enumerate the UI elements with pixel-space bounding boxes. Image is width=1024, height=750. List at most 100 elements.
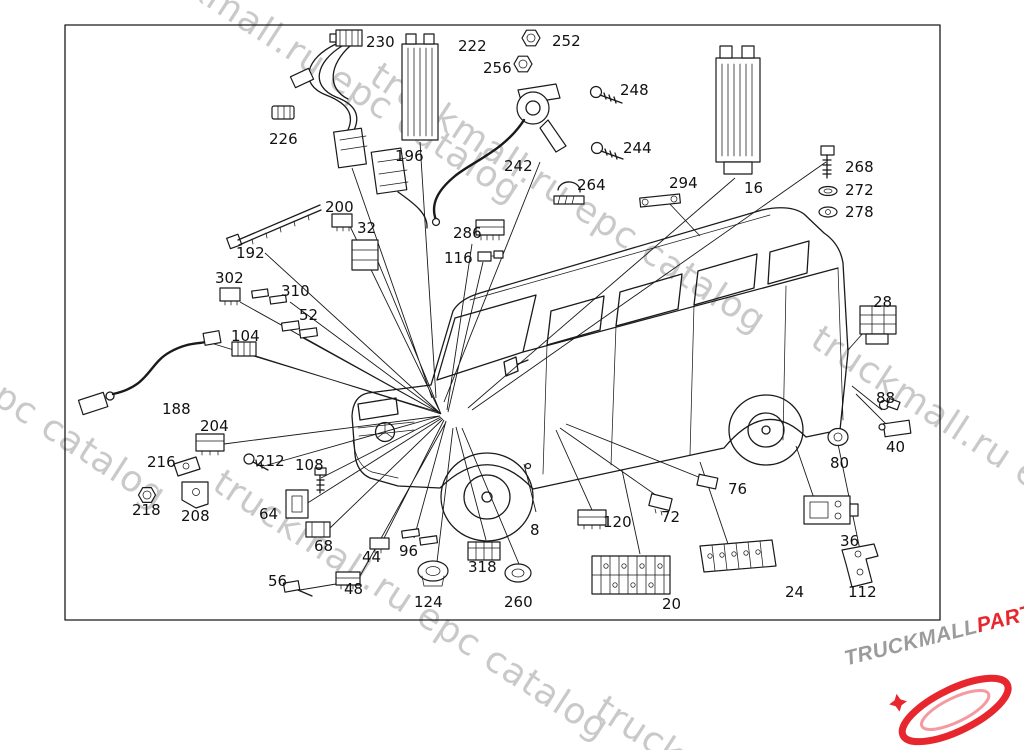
part-label-208[interactable]: 208 [181, 507, 210, 525]
logo-swoosh-icon [889, 674, 1012, 746]
part-label-268[interactable]: 268 [845, 158, 874, 176]
part-label-188[interactable]: 188 [162, 400, 191, 418]
part-label-48[interactable]: 48 [344, 580, 364, 598]
part-8-glyph [524, 462, 532, 470]
part-104-glyph [231, 341, 257, 357]
part-label-44[interactable]: 44 [362, 548, 382, 566]
part-label-286[interactable]: 286 [453, 224, 482, 242]
part-label-112[interactable]: 112 [848, 583, 877, 601]
part-label-256[interactable]: 256 [483, 59, 512, 77]
part-68-glyph [305, 521, 331, 538]
part-44-glyph [369, 537, 390, 554]
part-label-32[interactable]: 32 [357, 219, 377, 237]
part-label-20[interactable]: 20 [662, 595, 682, 613]
part-glyphs [77, 29, 912, 597]
part-label-72[interactable]: 72 [661, 508, 681, 526]
part-label-52[interactable]: 52 [299, 306, 319, 324]
part-label-124[interactable]: 124 [414, 593, 443, 611]
part-242-glyph [431, 83, 567, 227]
part-286-glyph [475, 219, 505, 241]
part-216-glyph [173, 456, 201, 477]
part-192-glyph [226, 204, 322, 250]
part-16-glyph [715, 45, 761, 175]
part-label-252[interactable]: 252 [552, 32, 581, 50]
part-label-64[interactable]: 64 [259, 505, 279, 523]
part-302-glyph [219, 287, 241, 306]
part-label-116[interactable]: 116 [444, 249, 473, 267]
part-230-glyph [289, 29, 363, 135]
part-label-120[interactable]: 120 [603, 513, 632, 531]
part-88-glyph [878, 397, 901, 411]
part-label-80[interactable]: 80 [830, 454, 850, 472]
part-label-8[interactable]: 8 [530, 521, 540, 539]
van-illustration [351, 207, 849, 542]
part-116-glyph [477, 250, 504, 262]
part-318-glyph [467, 541, 501, 561]
part-278-glyph [818, 206, 838, 218]
part-label-16[interactable]: 16 [744, 179, 764, 197]
part-56-glyph [282, 580, 313, 597]
part-label-264[interactable]: 264 [577, 176, 606, 194]
part-222-glyph [401, 33, 439, 141]
part-212-glyph [243, 453, 269, 471]
part-label-310[interactable]: 310 [281, 282, 310, 300]
part-label-192[interactable]: 192 [236, 244, 265, 262]
part-label-76[interactable]: 76 [728, 480, 748, 498]
part-48-glyph [335, 571, 361, 590]
part-label-216[interactable]: 216 [147, 453, 176, 471]
part-310-glyph [251, 288, 288, 305]
part-label-36[interactable]: 36 [840, 532, 860, 550]
part-label-24[interactable]: 24 [785, 583, 805, 601]
part-label-222[interactable]: 222 [458, 37, 487, 55]
part-label-294[interactable]: 294 [669, 174, 698, 192]
part-294-glyph [639, 193, 682, 208]
part-label-218[interactable]: 218 [132, 501, 161, 519]
part-label-56[interactable]: 56 [268, 572, 288, 590]
part-218-glyph [137, 487, 157, 503]
part-label-68[interactable]: 68 [314, 537, 334, 555]
part-label-28[interactable]: 28 [873, 293, 893, 311]
part-label-212[interactable]: 212 [256, 452, 285, 470]
part-24-glyph [699, 539, 777, 573]
part-label-226[interactable]: 226 [269, 130, 298, 148]
part-label-244[interactable]: 244 [623, 139, 652, 157]
part-label-318[interactable]: 318 [468, 558, 497, 576]
part-20-glyph [591, 555, 671, 595]
part-label-242[interactable]: 242 [504, 157, 533, 175]
part-32-glyph [351, 239, 379, 271]
part-label-88[interactable]: 88 [876, 389, 896, 407]
diagram-border [64, 24, 941, 621]
part-200-glyph [331, 213, 353, 232]
part-188-glyph [77, 330, 222, 416]
part-124-glyph [417, 560, 449, 587]
part-label-200[interactable]: 200 [325, 198, 354, 216]
part-label-248[interactable]: 248 [620, 81, 649, 99]
part-label-260[interactable]: 260 [504, 593, 533, 611]
part-label-40[interactable]: 40 [886, 438, 906, 456]
part-76-glyph [696, 473, 719, 490]
part-label-278[interactable]: 278 [845, 203, 874, 221]
part-72-glyph [648, 493, 673, 516]
part-260-glyph [504, 563, 532, 583]
part-120-glyph [577, 509, 607, 530]
part-label-96[interactable]: 96 [399, 542, 419, 560]
part-label-272[interactable]: 272 [845, 181, 874, 199]
part-label-204[interactable]: 204 [200, 417, 229, 435]
part-272-glyph [818, 185, 838, 197]
part-196-glyph [333, 127, 428, 229]
part-label-108[interactable]: 108 [295, 456, 324, 474]
part-label-104[interactable]: 104 [231, 327, 260, 345]
part-36-glyph [803, 495, 859, 525]
part-208-glyph [181, 481, 209, 509]
part-268-glyph [820, 145, 835, 179]
part-108-glyph [314, 467, 327, 494]
part-label-196[interactable]: 196 [395, 147, 424, 165]
part-label-302[interactable]: 302 [215, 269, 244, 287]
part-label-230[interactable]: 230 [366, 33, 395, 51]
part-28-glyph [859, 305, 897, 345]
part-40-glyph [878, 419, 912, 438]
part-64-glyph [285, 489, 309, 519]
part-52-glyph [280, 320, 319, 339]
